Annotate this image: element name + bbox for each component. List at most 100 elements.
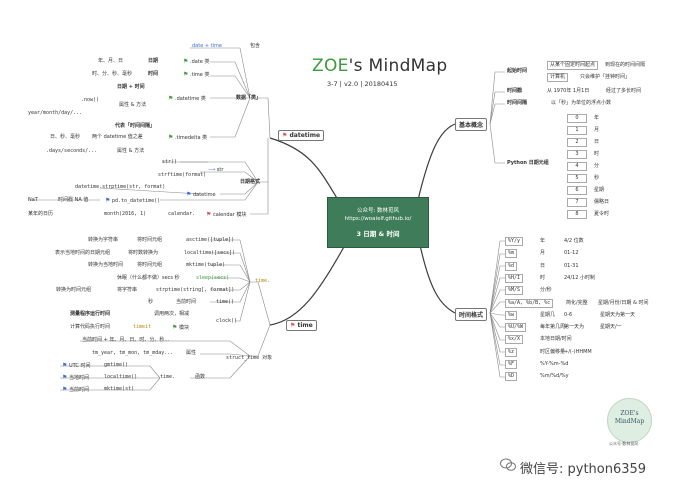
dt-f1-b: ⟶ str bbox=[208, 167, 224, 173]
version-line: 3-7 | v2.0 | 20180415 bbox=[327, 80, 398, 88]
center-url: https://woaielf.github.io/ bbox=[344, 216, 412, 222]
time-st-l: mktime(st) bbox=[104, 386, 135, 392]
dt-f4-a: NaT bbox=[28, 197, 38, 203]
time-dot-label: time. bbox=[255, 278, 271, 284]
format-code: %F bbox=[505, 360, 518, 369]
tuple-field: 日 bbox=[594, 139, 600, 145]
tuple-index: 6 bbox=[567, 186, 587, 195]
dt-c3-d: year/month/day/... bbox=[28, 110, 83, 116]
topic-datetime[interactable]: ⚑ datetime bbox=[278, 130, 325, 141]
time-perf-f: ⚑ 模块 bbox=[172, 324, 189, 331]
time-t3-a: 转换为当地时间 bbox=[88, 262, 124, 268]
time-t5-a: 转换为时间元组 bbox=[56, 287, 92, 293]
dt-c1-b: 日期 bbox=[148, 58, 159, 64]
format-detail: 4/2 位数 bbox=[564, 238, 584, 244]
flag-icon: ⚑ bbox=[168, 134, 174, 141]
format-detail: +/(-)HHMM bbox=[564, 349, 592, 355]
basic-start-d: 计算机 bbox=[547, 73, 569, 82]
basic-start-e: 只会维护「挂钟时间」 bbox=[580, 74, 631, 80]
dt-c3-node: ⚑ .datetime 类 bbox=[168, 95, 206, 102]
time-t1-a: 转换为字符串 bbox=[88, 237, 119, 243]
tuple-index: 5 bbox=[567, 174, 587, 183]
tuple-index: 4 bbox=[567, 162, 587, 171]
format-meaning: 每年第几周 bbox=[540, 324, 566, 330]
central-topic[interactable]: 公众号: 数林觅风 https://woaielf.github.io/ 3 日… bbox=[327, 197, 429, 248]
time-st-k: ⚑ 当前时间 bbox=[62, 386, 89, 393]
format-code: %m bbox=[505, 249, 518, 258]
format-meaning: 星期几 bbox=[540, 312, 556, 318]
format-detail: 24/12 小时制 bbox=[564, 275, 595, 281]
format-meaning: 日 bbox=[540, 263, 546, 269]
format-meaning: %m/%d/%y bbox=[540, 373, 569, 379]
dt-c1-a: 年、月、日 bbox=[98, 58, 124, 64]
format-detail: 星期/月份/日期 & 时间 bbox=[598, 300, 649, 306]
time-t3-b: 将时间元组 bbox=[137, 262, 163, 268]
tuple-field: 分 bbox=[594, 163, 600, 169]
format-detail: 01-31 bbox=[564, 263, 579, 269]
time-perf-e: timeit bbox=[133, 324, 152, 330]
format-detail: 0-6 bbox=[564, 312, 573, 318]
time-t5-c: strptime(string[, format]) bbox=[156, 287, 235, 293]
topic-basic[interactable]: 基本概念 bbox=[455, 118, 488, 131]
time-t2-b: 将时数转换为 bbox=[128, 250, 159, 256]
format-code: %U/%W bbox=[505, 323, 527, 332]
dt-c2-b: 时间 bbox=[148, 71, 159, 77]
dt-c2-node: ⚑ .time 类 bbox=[183, 71, 210, 78]
format-detail: 01-12 bbox=[564, 250, 579, 256]
flag-icon: ⚑ bbox=[183, 58, 189, 65]
format-meaning: 时区偏移量 bbox=[540, 349, 566, 355]
format-code: %x/X bbox=[505, 335, 524, 344]
tuple-index: 2 bbox=[567, 138, 587, 147]
tuple-field: 年 bbox=[594, 115, 600, 121]
basic-start-c: 到现在的时间间隔 bbox=[605, 62, 646, 68]
format-code: %M/S bbox=[505, 286, 524, 295]
dt-cal-c: calendar. bbox=[168, 211, 196, 217]
time-t2-a: 表示当地时间的日期元组 bbox=[55, 250, 111, 256]
format-code: %a/A, %b/B, %c bbox=[505, 299, 554, 308]
time-st-a: 当前时间 + 年、月、日、时、分、秒... bbox=[82, 337, 170, 343]
basic-start-a: 起始时间 bbox=[507, 68, 528, 74]
tuple-index: 1 bbox=[567, 126, 587, 135]
dt-c4-c: 两个 datetime 值之差 bbox=[92, 134, 143, 140]
format-meaning: 简化/完整 bbox=[566, 300, 588, 306]
dt-c4-node: ⚑ .timedelta 类 bbox=[168, 134, 208, 141]
time-t6-c: time() bbox=[216, 299, 235, 305]
tuple-index: 3 bbox=[567, 150, 587, 159]
format-code: %z bbox=[505, 348, 518, 357]
dt-c3-a: 日期 + 时间 bbox=[117, 84, 145, 90]
flag-icon: ⚑ bbox=[183, 71, 189, 78]
dt-f1-a: str() bbox=[162, 159, 178, 165]
tuple-field: 儒略日 bbox=[594, 199, 610, 205]
dt-c1-node: ⚑ .date 类 bbox=[183, 58, 210, 65]
seal-caption: 公众号·数林觅风 bbox=[609, 441, 639, 446]
tuple-index: 8 bbox=[567, 210, 587, 219]
basic-start-b: 从某个固定时间起点 bbox=[547, 61, 599, 70]
basic-tuple-label: Python 日期元组 bbox=[507, 160, 549, 166]
time-t5-b: 将字符串 bbox=[117, 287, 138, 293]
tuple-index: 7 bbox=[567, 198, 587, 207]
format-meaning: %Y-%m-%d bbox=[540, 361, 569, 367]
page-title: ZOE's MindMap bbox=[312, 56, 448, 76]
dt-fmt-label: 日期格式 bbox=[240, 179, 261, 185]
dt-c3-b: .now() bbox=[81, 97, 100, 103]
dt-c2-a: 时、分、秒、毫秒 bbox=[92, 71, 133, 77]
time-t2-c: localtime([secs]) bbox=[184, 250, 236, 256]
topic-time[interactable]: ⚑ time bbox=[286, 320, 317, 331]
time-st-h: localtime() bbox=[104, 374, 138, 380]
dt-cal-b: month(2016, 1) bbox=[104, 211, 147, 217]
format-note: 星期天/一 bbox=[600, 324, 622, 330]
watermark-wechat-id: 微信号: python6359 bbox=[520, 462, 647, 477]
time-st-d: struct_time 对象 bbox=[226, 355, 273, 361]
format-meaning: 年 bbox=[540, 238, 546, 244]
dt-c4-a: 代表「时间间隔」 bbox=[115, 123, 156, 129]
wechat-icon bbox=[500, 458, 516, 471]
format-code: %w bbox=[505, 311, 518, 320]
center-account: 公众号: 数林觅风 bbox=[356, 208, 400, 214]
time-t4-b: sleep(secs) bbox=[196, 275, 230, 281]
dt-c4-e: .days/seconds/... bbox=[46, 148, 98, 154]
topic-formats[interactable]: 时间格式 bbox=[455, 308, 488, 321]
basic-stamp-a: 时间戳 bbox=[507, 88, 523, 94]
format-meaning: 本地日期/时间 bbox=[540, 336, 572, 342]
format-note: 星期天为第一天 bbox=[600, 312, 636, 318]
